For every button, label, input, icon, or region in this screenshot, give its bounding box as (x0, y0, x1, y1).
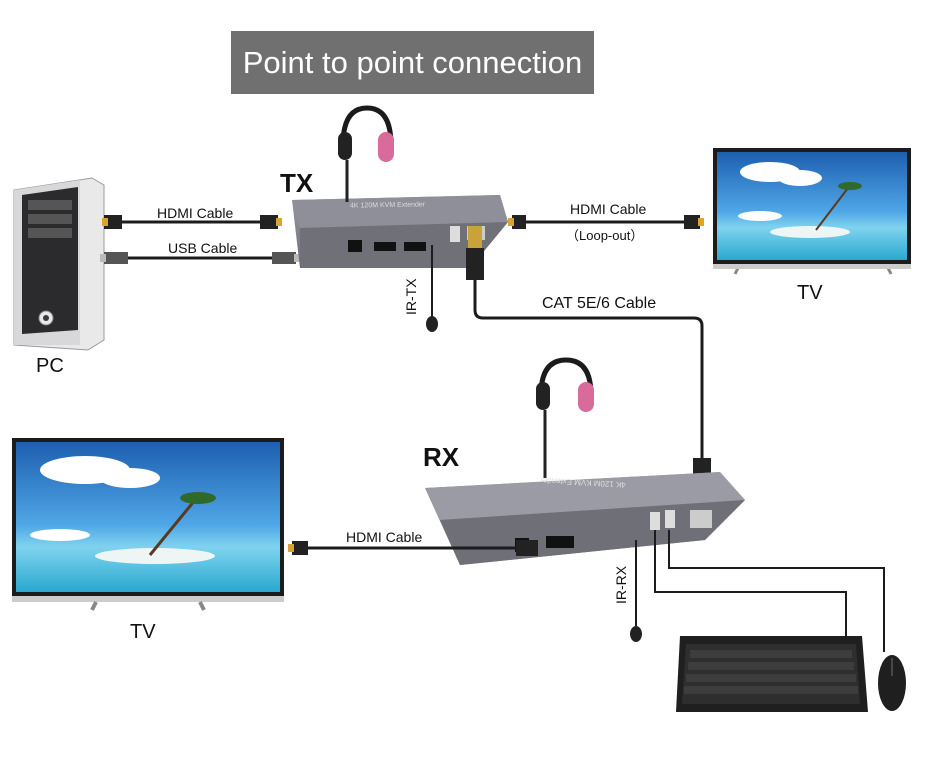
ir-tx-label: IR-TX (403, 278, 419, 315)
rx-usb-cables (654, 530, 885, 652)
rx-tv-label: TV (130, 621, 156, 643)
tx-usb-cable (100, 252, 300, 264)
tx-hdmi-in-cable (102, 215, 282, 229)
ir-tx-sensor-icon (426, 245, 438, 332)
tx-tv-label: TV (797, 282, 823, 304)
rx-label: RX (423, 442, 460, 472)
tx-loop-out-label: （Loop-out） (566, 228, 644, 243)
rx-hdmi-label: HDMI Cable (346, 529, 423, 545)
mouse-icon (878, 655, 906, 711)
rx-tv-icon (12, 438, 284, 611)
cat-cable-label: CAT 5E/6 Cable (542, 295, 657, 312)
tx-hdmi-in-label: HDMI Cable (157, 205, 234, 221)
tx-extender-box (292, 195, 508, 268)
tx-hdmi-out-label: HDMI Cable (570, 201, 647, 217)
rx-hdmi-cable (288, 540, 538, 556)
pc-tower-icon (13, 177, 105, 351)
diagram-title: Point to point connection (231, 31, 594, 94)
tx-label: TX (280, 168, 314, 198)
keyboard-icon (676, 636, 868, 712)
tx-headphones-icon (338, 105, 394, 202)
tx-usb-label: USB Cable (168, 240, 238, 256)
rx-headphones-icon (536, 357, 594, 478)
tx-hdmi-out-cable (508, 215, 704, 229)
cat-cable (466, 226, 711, 504)
tx-tv-icon (713, 148, 911, 275)
ir-rx-label: IR-RX (613, 565, 629, 604)
pc-label: PC (36, 355, 64, 377)
ir-rx-sensor-icon (630, 540, 642, 642)
tx-box-text: 4K 120M KVM Extender (349, 201, 426, 210)
